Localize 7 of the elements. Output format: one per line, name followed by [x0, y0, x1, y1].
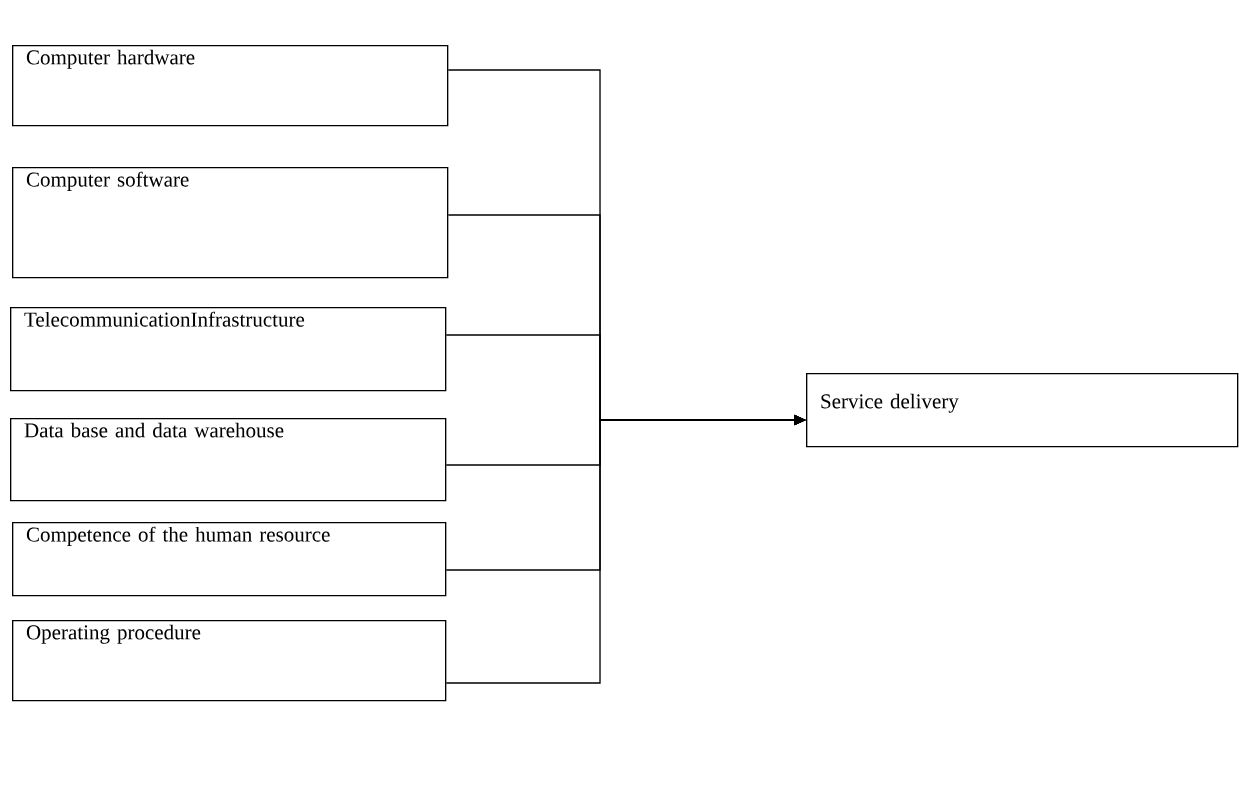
process-box: Computer software — [12, 167, 449, 279]
process-box: Service delivery — [806, 373, 1239, 448]
process-box: Computer hardware — [12, 45, 449, 127]
process-box: TelecommunicationInfrastructure — [10, 307, 447, 392]
process-box: Operating procedure — [12, 620, 447, 702]
process-box: Competence of the human resource — [12, 522, 447, 597]
process-box: Data base and data warehouse — [10, 418, 447, 502]
